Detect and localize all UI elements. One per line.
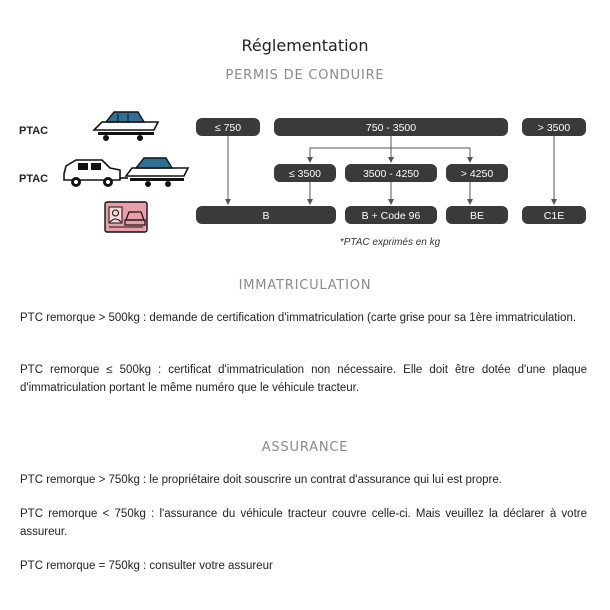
- weight-box-top-3-label: > 3500: [538, 122, 571, 134]
- license-box-b96-label: B + Code 96: [362, 210, 421, 222]
- driving-license-icon: [104, 201, 148, 233]
- license-box-be-label: BE: [470, 210, 484, 222]
- permis-heading: PERMIS DE CONDUIRE: [225, 68, 385, 83]
- assurance-paragraph-3: PTC remorque = 750kg : consulter votre a…: [20, 560, 273, 572]
- ptac-footnote: *PTAC exprimés en kg: [340, 237, 441, 248]
- weight-box-mid-1: ≤ 3500: [274, 164, 336, 182]
- license-box-b: B: [196, 206, 336, 224]
- weight-box-top-1-label: ≤ 750: [215, 122, 241, 134]
- car-towing-boat-icon: [63, 157, 190, 187]
- diagram-connectors: [225, 136, 557, 205]
- weight-box-top-3: > 3500: [522, 118, 586, 136]
- license-box-c1e-label: C1E: [544, 210, 564, 222]
- license-box-b96: B + Code 96: [345, 206, 437, 224]
- immatriculation-heading: IMMATRICULATION: [238, 278, 372, 293]
- immatriculation-paragraph-2: PTC remorque ≤ 500kg : certificat d'imma…: [20, 364, 587, 394]
- page-title: Réglementation: [241, 36, 369, 55]
- license-box-b-label: B: [262, 210, 269, 222]
- weight-box-mid-2: 3500 - 4250: [345, 164, 437, 182]
- weight-box-top-2: 750 - 3500: [274, 118, 508, 136]
- license-diagram: PTAC PTAC: [19, 111, 586, 248]
- assurance-paragraph-1: PTC remorque > 750kg : le propriétaire d…: [20, 474, 502, 486]
- weight-box-top-1: ≤ 750: [196, 118, 260, 136]
- immatriculation-paragraph-1: PTC remorque > 500kg : demande de certif…: [20, 312, 577, 324]
- assurance-paragraph-2: PTC remorque < 750kg : l'assurance du vé…: [20, 508, 587, 538]
- weight-box-mid-1-label: ≤ 3500: [289, 168, 321, 180]
- license-box-c1e: C1E: [522, 206, 586, 224]
- weight-box-mid-3: > 4250: [446, 164, 508, 182]
- boat-icon: [92, 111, 160, 141]
- weight-box-top-2-label: 750 - 3500: [366, 122, 416, 134]
- license-box-be: BE: [446, 206, 508, 224]
- row-label-boat: PTAC: [19, 125, 48, 137]
- row-label-car-boat: PTAC: [19, 173, 48, 185]
- assurance-heading: ASSURANCE: [261, 440, 349, 455]
- weight-box-mid-3-label: > 4250: [461, 168, 494, 180]
- weight-box-mid-2-label: 3500 - 4250: [363, 168, 419, 180]
